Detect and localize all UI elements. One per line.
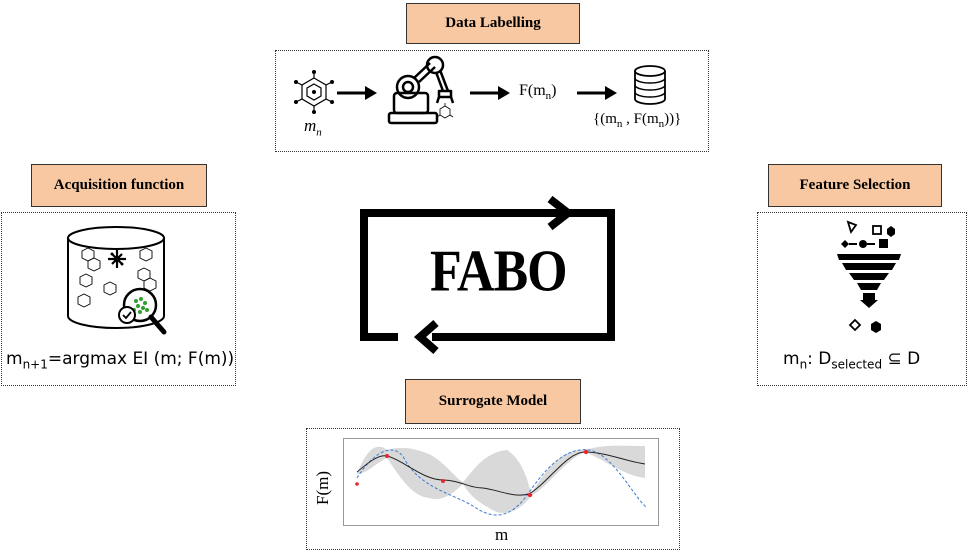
molecule-caption: mn: [304, 116, 322, 139]
arrow-icon: [470, 86, 510, 100]
acquisition-label: Acquisition function: [31, 164, 207, 207]
arrow-icon: [577, 86, 617, 100]
surrogate-text: Surrogate Model: [438, 393, 548, 409]
dataset-text: {(mn , F(mn))}: [593, 111, 682, 130]
uncertainty-band: [357, 445, 645, 513]
database-icon: [634, 65, 666, 105]
center-title: FABO: [430, 238, 568, 305]
data-labelling-label: Data Labelling: [406, 3, 580, 44]
surrogate-label: Surrogate Model: [405, 379, 581, 424]
surrogate-ylabel: F(m): [313, 471, 332, 505]
function-value: F(mn): [519, 82, 557, 103]
feature-selection-text: Feature Selection: [799, 177, 911, 193]
arrow-icon: [337, 86, 377, 100]
data-labelling-text: Data Labelling: [445, 15, 541, 31]
acquisition-formula: mn+1=argmax EI (m; F(m)): [6, 349, 235, 372]
molecule-icon: [294, 70, 334, 114]
magnifier-icon: [118, 287, 167, 335]
funnel-icon: [837, 220, 901, 333]
feature-selection-formula: mn: Dselected ⊆ D: [783, 349, 921, 372]
robot-arm-icon: [387, 55, 455, 125]
acquisition-text: Acquisition function: [53, 177, 185, 193]
feature-selection-label: Feature Selection: [768, 164, 942, 207]
surrogate-plot: [343, 438, 659, 526]
surrogate-xlabel: m: [495, 525, 509, 544]
